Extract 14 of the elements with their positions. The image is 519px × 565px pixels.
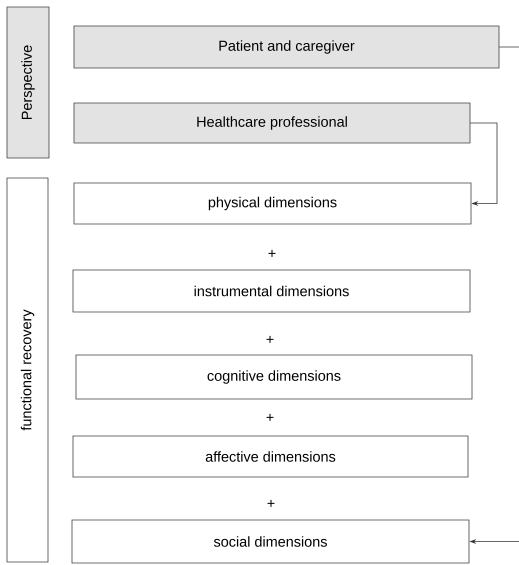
plus-sign: + <box>266 414 274 421</box>
recovery-band: functional recovery <box>6 178 48 562</box>
plus-sign: + <box>266 336 274 343</box>
plus-sign: + <box>268 250 276 257</box>
dimension-box: instrumental dimensions <box>72 270 470 312</box>
dimension-box: physical dimensions <box>74 182 472 224</box>
perspective-box: Healthcare professional <box>74 102 470 144</box>
dimension-box: cognitive dimensions <box>76 354 472 400</box>
arrow <box>470 122 498 206</box>
plus-sign: + <box>267 500 275 507</box>
perspective-box: Patient and caregiver <box>74 26 500 68</box>
dimension-box: social dimensions <box>72 520 470 564</box>
perspective-band: Perspective <box>6 6 50 158</box>
dimension-box: affective dimensions <box>72 436 468 478</box>
